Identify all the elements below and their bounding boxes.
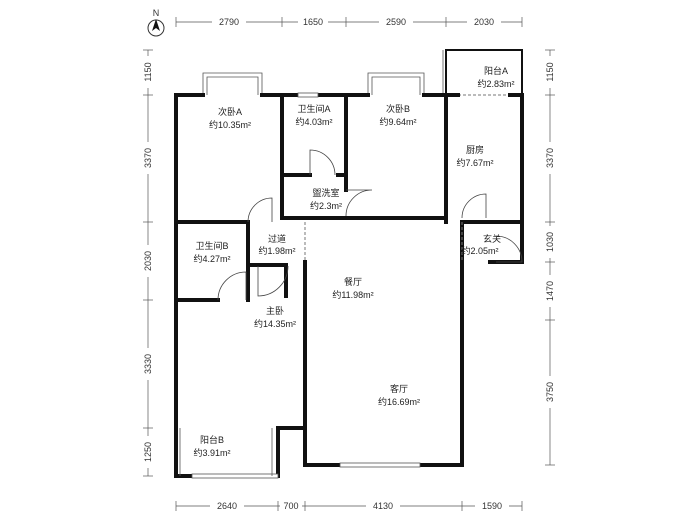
dim-right-2: 3370 bbox=[545, 148, 555, 168]
room-name: 盥洗室 bbox=[312, 187, 339, 198]
room-name: 客厅 bbox=[390, 383, 408, 394]
room-area: 约2.05m² bbox=[461, 245, 498, 256]
dim-top-4: 2030 bbox=[474, 17, 494, 27]
room-area: 约10.35m² bbox=[209, 119, 251, 130]
room-dining: 餐厅 约11.98m² bbox=[332, 276, 373, 300]
room-area: 约14.35m² bbox=[254, 318, 296, 329]
compass-label: N bbox=[153, 8, 160, 18]
room-area: 约3.91m² bbox=[193, 447, 230, 458]
dimension-right: 1150 3370 1030 1470 3750 bbox=[544, 49, 556, 466]
room-bathroom-a: 卫生间A 约4.03m² bbox=[295, 103, 332, 127]
room-name: 卫生间A bbox=[297, 103, 330, 114]
room-balcony-a: 阳台A 约2.83m² bbox=[477, 65, 514, 89]
dim-left-5: 1250 bbox=[143, 442, 153, 462]
dim-right-4: 1470 bbox=[545, 281, 555, 301]
door-swings bbox=[217, 149, 523, 301]
bay-window-b bbox=[367, 72, 425, 95]
room-bathroom-b: 卫生间B 约4.27m² bbox=[193, 240, 230, 264]
room-bedroom-b: 次卧B 约9.64m² bbox=[379, 103, 416, 127]
room-corridor: 过道 约1.98m² bbox=[258, 233, 295, 256]
room-bedroom-a: 次卧A 约10.35m² bbox=[209, 106, 251, 130]
dim-right-3: 1030 bbox=[545, 232, 555, 252]
windows bbox=[179, 92, 463, 479]
dim-left-2: 3370 bbox=[143, 148, 153, 168]
room-living: 客厅 约16.69m² bbox=[378, 383, 420, 407]
dimension-left: 1150 3370 2030 3330 1250 bbox=[142, 49, 154, 477]
dim-top-2: 1650 bbox=[303, 17, 323, 27]
room-name: 次卧B bbox=[386, 103, 410, 114]
dim-top-3: 2590 bbox=[386, 17, 406, 27]
dimension-bottom: 2640 700 4130 1590 bbox=[175, 500, 523, 512]
room-name: 次卧A bbox=[218, 106, 242, 117]
room-name: 阳台B bbox=[200, 434, 224, 445]
dim-bottom-1: 2640 bbox=[217, 501, 237, 511]
dim-bottom-2: 700 bbox=[283, 501, 298, 511]
room-name: 过道 bbox=[268, 233, 286, 244]
room-area: 约9.64m² bbox=[379, 116, 416, 127]
room-area: 约11.98m² bbox=[332, 289, 373, 300]
room-name: 主卧 bbox=[266, 305, 284, 316]
dim-top-1: 2790 bbox=[219, 17, 239, 27]
dim-right-1: 1150 bbox=[545, 62, 555, 81]
room-area: 约4.03m² bbox=[295, 116, 332, 127]
dim-left-3: 2030 bbox=[143, 251, 153, 271]
room-area: 约16.69m² bbox=[378, 396, 420, 407]
room-name: 玄关 bbox=[483, 233, 501, 244]
room-area: 约2.3m² bbox=[310, 200, 342, 211]
room-name: 餐厅 bbox=[344, 276, 362, 287]
dim-bottom-4: 1590 bbox=[482, 501, 502, 511]
north-arrow-icon: N bbox=[147, 8, 165, 37]
bay-window-a bbox=[202, 72, 263, 95]
dim-left-4: 3330 bbox=[143, 354, 153, 374]
room-area: 约4.27m² bbox=[193, 253, 230, 264]
room-area: 约7.67m² bbox=[456, 157, 493, 168]
dim-right-5: 3750 bbox=[545, 382, 555, 402]
dim-bottom-3: 4130 bbox=[373, 501, 393, 511]
room-name: 阳台A bbox=[484, 65, 508, 76]
room-balcony-b: 阳台B 约3.91m² bbox=[193, 434, 230, 458]
dimension-top: 2790 1650 2590 2030 bbox=[175, 16, 523, 28]
room-area: 约1.98m² bbox=[258, 245, 295, 256]
room-laundry: 盥洗室 约2.3m² bbox=[310, 187, 342, 211]
room-name: 厨房 bbox=[466, 144, 484, 155]
balcony-a bbox=[442, 49, 523, 96]
room-master-bedroom: 主卧 约14.35m² bbox=[254, 305, 296, 329]
walls bbox=[174, 93, 524, 478]
room-name: 卫生间B bbox=[195, 240, 228, 251]
room-foyer: 玄关 约2.05m² bbox=[461, 233, 501, 256]
dim-left-1: 1150 bbox=[143, 62, 153, 81]
room-area: 约2.83m² bbox=[477, 78, 514, 89]
room-kitchen: 厨房 约7.67m² bbox=[456, 144, 493, 168]
